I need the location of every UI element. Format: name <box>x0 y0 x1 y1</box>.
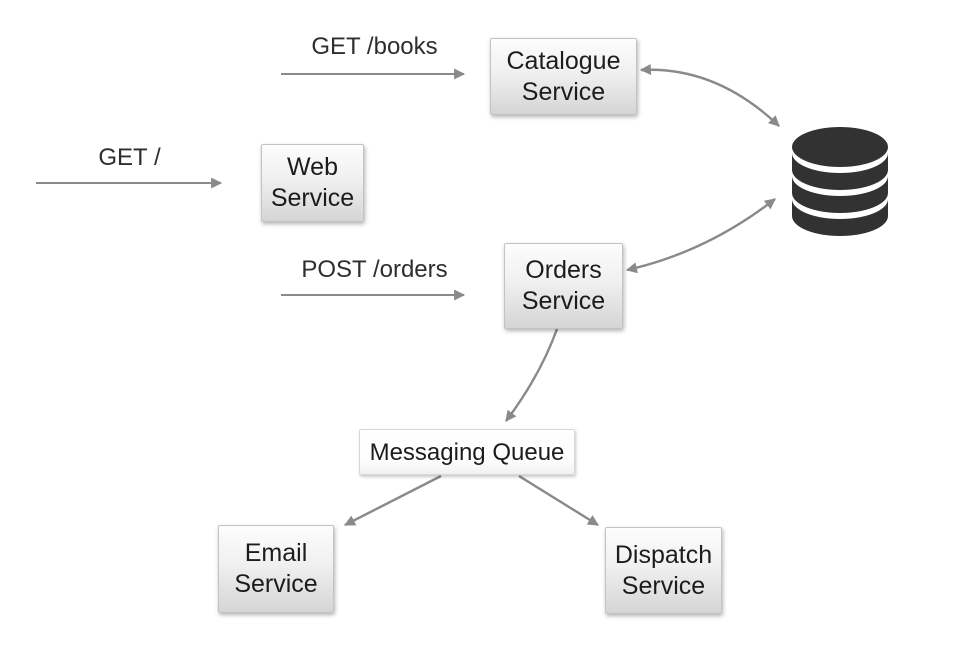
arrow-catalogue-database <box>639 63 780 127</box>
node-dispatch-service: Dispatch Service <box>605 527 722 614</box>
node-email-service: Email Service <box>218 525 334 613</box>
request-label-post-orders: POST /orders <box>301 256 448 283</box>
arrow-queue-dispatch <box>518 474 599 527</box>
arrow-orders-queue <box>505 328 559 422</box>
node-web-service: Web Service <box>261 144 364 222</box>
node-catalogue-service: Catalogue Service <box>490 38 637 115</box>
arrow-orders-database <box>625 198 776 274</box>
node-orders-service: Orders Service <box>504 243 623 329</box>
arrow-queue-email <box>344 474 442 527</box>
request-label-get-books: GET /books <box>311 33 438 60</box>
node-messaging-queue: Messaging Queue <box>359 429 575 475</box>
request-label-get-root: GET / <box>98 144 161 171</box>
database-icon <box>792 127 888 236</box>
